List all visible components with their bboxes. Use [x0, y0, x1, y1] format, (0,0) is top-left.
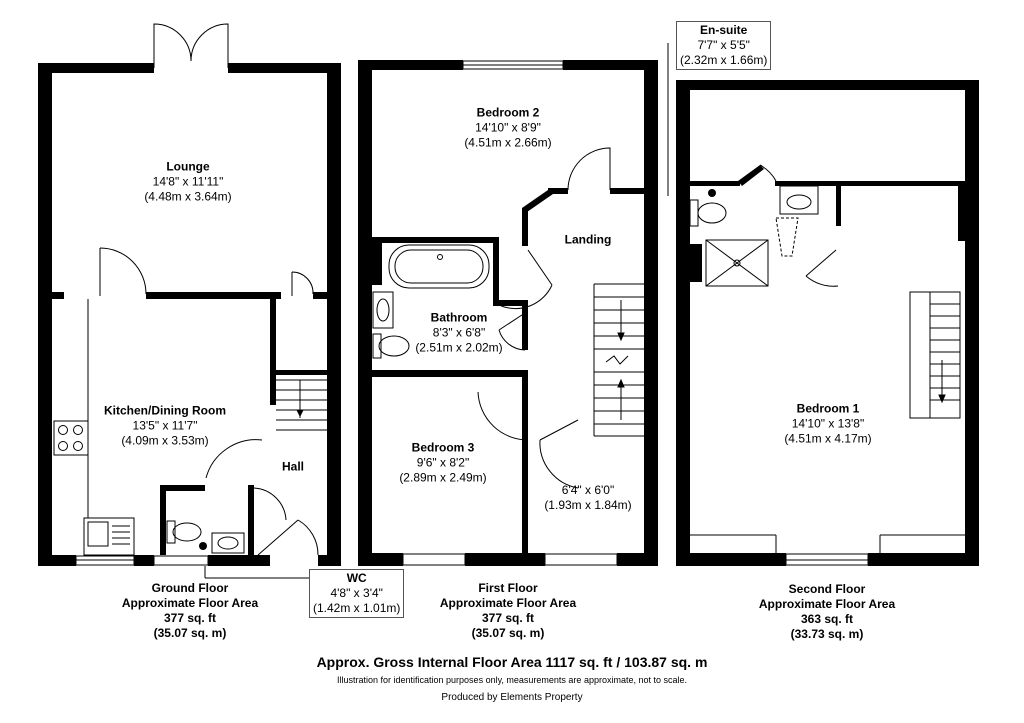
room-size-metric: (1.93m x 1.84m)	[544, 498, 632, 512]
kitchen-sink	[83, 517, 135, 556]
room-label-lounge: Lounge 14'8" x 11'11" (4.48m x 3.64m)	[144, 160, 231, 205]
room-label-landing-size: 6'4" x 6'0" (1.93m x 1.84m)	[544, 483, 631, 513]
room-name: En-suite	[700, 23, 748, 37]
room-label-hall: Hall	[282, 460, 304, 475]
room-name: Bathroom	[430, 310, 488, 325]
second-floor-plan	[667, 43, 979, 566]
room-name: WC	[346, 571, 367, 585]
floor-area-sqm: (35.07 sq. m)	[153, 626, 227, 640]
room-size-metric: (4.51m x 4.17m)	[784, 431, 872, 446]
room-label-ensuite: En-suite 7'7" x 5'5" (2.32m x 1.66m)	[676, 21, 772, 70]
gross-floor-area: Approx. Gross Internal Floor Area 1117 s…	[316, 654, 708, 670]
room-size-metric: (4.51m x 2.66m)	[464, 135, 552, 150]
room-size-imperial: 13'5" x 11'7"	[132, 418, 198, 433]
ensuite-shower	[705, 239, 769, 287]
room-label-bedroom1: Bedroom 1 14'10" x 13'8" (4.51m x 4.17m)	[784, 402, 871, 447]
room-size-metric: (1.42m x 1.01m)	[313, 601, 401, 615]
room-name: Landing	[564, 232, 612, 247]
room-name: Bedroom 3	[411, 440, 475, 455]
ground-internal-walls	[52, 292, 327, 555]
second-windows	[690, 534, 965, 566]
ensuite-soil-pipe	[708, 189, 716, 197]
room-size-imperial: 6'4" x 6'0"	[561, 483, 615, 497]
bathroom-toilet	[372, 333, 410, 359]
second-outer-walls	[676, 80, 979, 566]
room-size-imperial: 4'8" x 3'4"	[330, 586, 383, 600]
floor-caption-first: First Floor Approximate Floor Area 377 s…	[440, 581, 576, 641]
floor-caption: Approximate Floor Area	[439, 596, 577, 610]
room-label-bedroom2: Bedroom 2 14'10" x 8'9" (4.51m x 2.66m)	[464, 106, 551, 151]
wc-leader-line	[204, 566, 309, 579]
wc-toilet	[166, 520, 202, 544]
room-label-bedroom3: Bedroom 3 9'6" x 8'2" (2.89m x 2.49m)	[399, 441, 486, 486]
room-name: Hall	[281, 459, 305, 474]
room-size-imperial: 7'7" x 5'5"	[697, 38, 750, 52]
room-size-metric: (4.48m x 3.64m)	[144, 189, 232, 204]
lounge-french-doors	[153, 23, 229, 68]
ground-outer-walls	[38, 63, 341, 566]
room-size-imperial: 14'10" x 13'8"	[791, 416, 865, 431]
producer-credit: Produced by Elements Property	[441, 692, 583, 703]
second-internal-walls	[690, 165, 965, 241]
first-stairs	[593, 283, 644, 437]
first-floor-plan	[358, 60, 658, 566]
floor-name: Second Floor	[788, 582, 866, 596]
floor-area-sqft: 363 sq. ft	[800, 612, 854, 626]
first-windows	[361, 60, 618, 566]
ground-doors	[99, 247, 319, 556]
wc-soil-pipe	[199, 542, 207, 550]
floor-name: First Floor	[478, 581, 538, 595]
second-doors	[759, 164, 839, 287]
ground-floor-plan	[38, 23, 341, 579]
room-size-metric: (2.89m x 2.49m)	[399, 470, 487, 485]
floor-caption: Approximate Floor Area	[758, 597, 896, 611]
disclaimer: Illustration for identification purposes…	[336, 675, 687, 685]
kitchen-hob	[53, 420, 89, 456]
floor-area-sqft: 377 sq. ft	[163, 611, 217, 625]
bathroom-basin	[372, 291, 394, 329]
floor-caption-second: Second Floor Approximate Floor Area 363 …	[759, 582, 895, 642]
room-label-kitchen: Kitchen/Dining Room 13'5" x 11'7" (4.09m…	[104, 404, 226, 449]
room-size-imperial: 9'6" x 8'2"	[416, 455, 470, 470]
floor-name: Ground Floor	[151, 581, 229, 595]
room-name: Bedroom 1	[796, 401, 860, 416]
floor-caption: Approximate Floor Area	[121, 596, 259, 610]
room-size-imperial: 14'8" x 11'11"	[152, 174, 224, 189]
room-name: Lounge	[166, 159, 210, 174]
first-internal-walls	[372, 188, 644, 553]
second-stairs	[909, 291, 961, 419]
floor-area-sqm: (35.07 sq. m)	[471, 626, 545, 640]
room-label-bathroom: Bathroom 8'3" x 6'8" (2.51m x 2.02m)	[415, 311, 502, 356]
room-size-metric: (4.09m x 3.53m)	[121, 433, 209, 448]
first-doors	[477, 147, 611, 489]
ground-windows	[75, 555, 209, 566]
ensuite-shower-screen	[775, 217, 799, 257]
bath-tub	[388, 244, 490, 289]
room-size-imperial: 8'3" x 6'8"	[432, 325, 486, 340]
ground-stairs	[276, 379, 327, 431]
room-label-landing: Landing	[565, 233, 612, 248]
floor-area-sqm: (33.73 sq. m)	[790, 627, 864, 641]
room-name: Kitchen/Dining Room	[104, 403, 226, 418]
ensuite-basin	[779, 185, 819, 215]
ensuite-toilet	[689, 199, 727, 227]
wc-basin	[211, 532, 245, 554]
floor-area-sqft: 377 sq. ft	[481, 611, 535, 625]
room-size-metric: (2.51m x 2.02m)	[415, 340, 503, 355]
room-size-imperial: 14'10" x 8'9"	[475, 120, 541, 135]
room-name: Bedroom 2	[476, 105, 540, 120]
first-outer-walls	[358, 60, 658, 566]
room-label-wc: WC 4'8" x 3'4" (1.42m x 1.01m)	[309, 569, 405, 618]
room-size-metric: (2.32m x 1.66m)	[680, 53, 768, 67]
floor-caption-ground: Ground Floor Approximate Floor Area 377 …	[122, 581, 258, 641]
